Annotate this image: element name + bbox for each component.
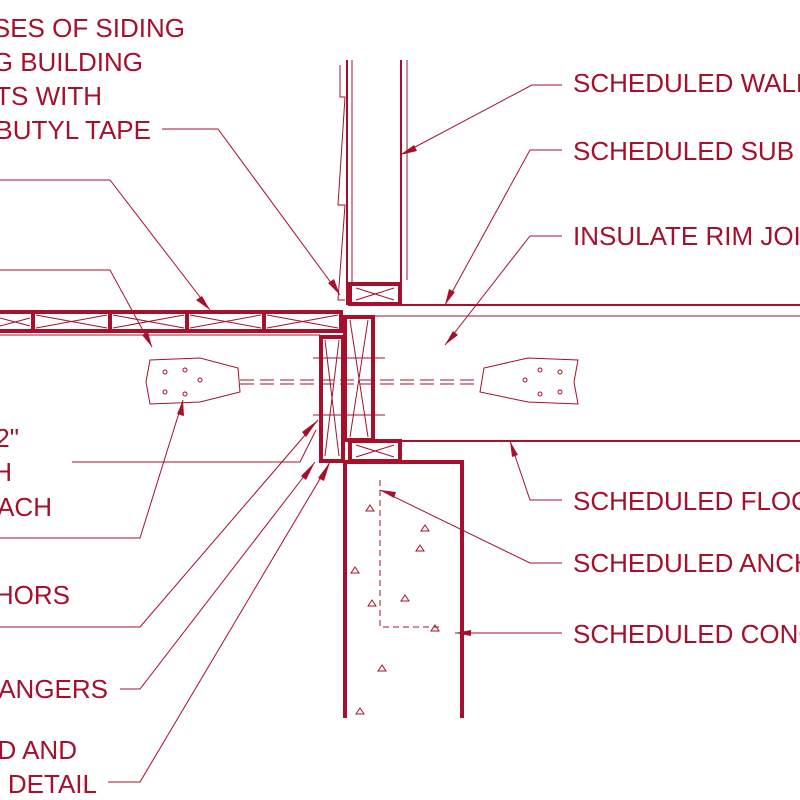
wall-label: SCHEDULED WALL bbox=[573, 68, 800, 98]
fastener-note-line1: 2" bbox=[0, 423, 19, 453]
sill-plate bbox=[348, 439, 402, 463]
concrete-label: SCHEDULED CONCRETE bbox=[573, 619, 800, 649]
leader-lines bbox=[0, 84, 562, 783]
left-callouts: RSES OF SIDING NG BUILDING NTS WITH BUTY… bbox=[0, 13, 185, 799]
top-plate bbox=[348, 282, 402, 306]
siding-note-line3: NTS WITH bbox=[0, 81, 102, 111]
leader-arrowheads bbox=[142, 145, 518, 636]
rim-joist bbox=[343, 315, 375, 442]
concrete-foundation bbox=[343, 460, 464, 718]
detail-note-line2: N DETAIL bbox=[0, 769, 97, 799]
joist-hanger-right bbox=[479, 357, 579, 405]
siding-note-line4: BUTYL TAPE bbox=[0, 115, 151, 145]
hangers-note: HANGERS bbox=[0, 674, 108, 704]
subfloor-label: SCHEDULED SUB FLOOR bbox=[573, 136, 800, 166]
anchor-label: SCHEDULED ANCHOR bbox=[573, 548, 800, 578]
fastener-note-line3: EACH bbox=[0, 492, 52, 522]
floor-lines bbox=[373, 304, 800, 442]
ledger-board bbox=[313, 335, 385, 463]
wall-assembly bbox=[337, 60, 408, 305]
siding-note-line1: RSES OF SIDING bbox=[0, 13, 185, 43]
rim-joist-label: INSULATE RIM JOIST bbox=[573, 221, 800, 251]
siding-note-line2: NG BUILDING bbox=[0, 47, 143, 77]
anchors-note: HORS bbox=[0, 580, 70, 610]
detail-note-line1: RD AND bbox=[0, 735, 77, 765]
joist-hanger-left bbox=[145, 357, 241, 405]
right-callouts: SCHEDULED WALL SCHEDULED SUB FLOOR INSUL… bbox=[573, 68, 800, 649]
deck-framing bbox=[0, 310, 343, 336]
floor-label: SCHEDULED FLOOR bbox=[573, 486, 800, 516]
fastener-note-line2: H bbox=[0, 457, 12, 487]
